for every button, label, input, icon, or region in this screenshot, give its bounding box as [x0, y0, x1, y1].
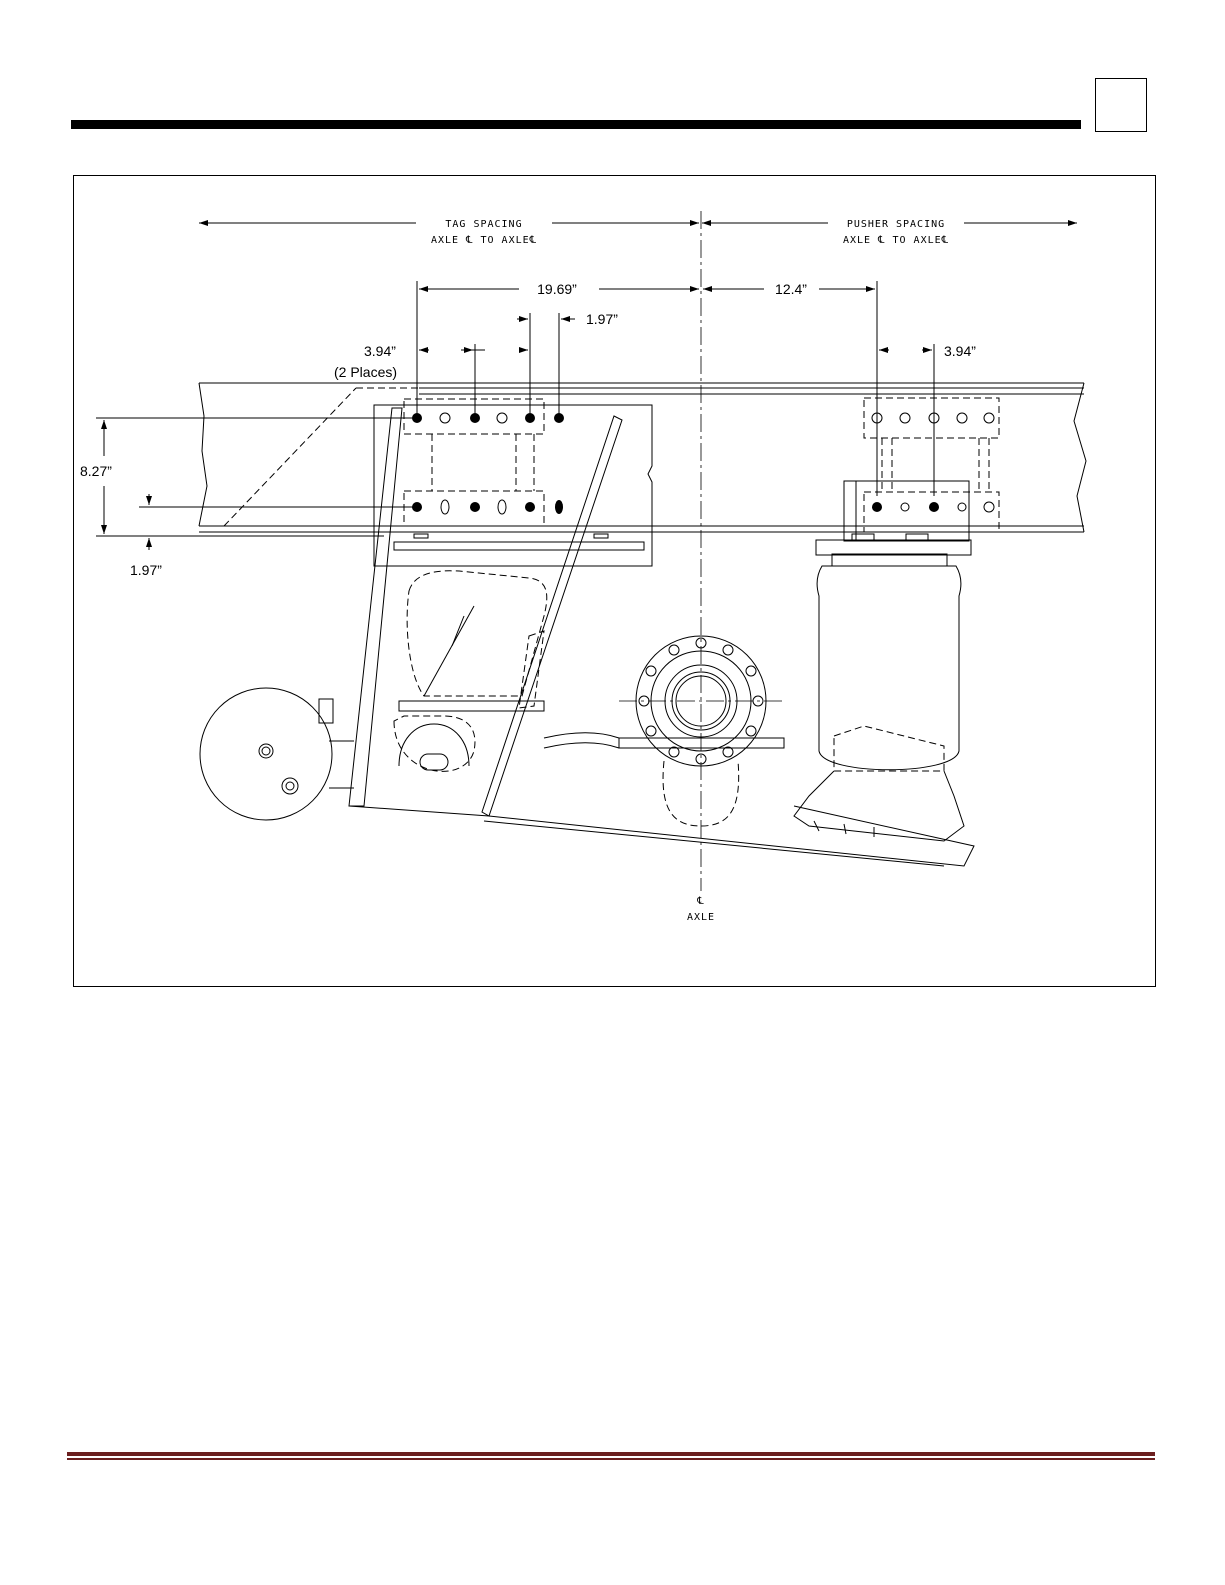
dimension-3-94-left: 3.94” (2 Places)	[334, 343, 528, 421]
bolt-hole	[440, 413, 450, 423]
label-1-97-bottom: 1.97”	[130, 562, 162, 578]
bolt-hole	[901, 503, 909, 511]
label-1-97-top: 1.97”	[586, 311, 618, 327]
label-8-27: 8.27”	[80, 463, 112, 479]
air-spring	[794, 554, 964, 841]
bolt-hole	[412, 413, 422, 423]
bolt-hole	[958, 503, 966, 511]
dimension-8-27: 8.27”	[80, 418, 419, 536]
bolt-hole	[497, 413, 507, 423]
page-number-box	[1095, 78, 1147, 132]
header-rule	[71, 120, 1081, 129]
bolt-hole	[412, 502, 422, 512]
pusher-spacing-dimension: PUSHER SPACING AXLE ℄ TO AXLE℄	[702, 219, 1077, 246]
footer-rule	[67, 1452, 1155, 1456]
label-2-places: (2 Places)	[334, 364, 397, 380]
drawing-frame: TAG SPACING AXLE ℄ TO AXLE℄ PUSHER SPACI…	[73, 175, 1156, 987]
label-12-4: 12.4”	[775, 281, 807, 297]
dimension-1-97-top: 1.97”	[517, 311, 618, 416]
axle-centerline-label: ℄ AXLE	[687, 896, 715, 923]
dimension-19-69: 19.69”	[417, 281, 699, 416]
tag-spacing-line2: AXLE ℄ TO AXLE℄	[431, 235, 537, 246]
axle-hub	[544, 636, 784, 826]
suspension-drawing: TAG SPACING AXLE ℄ TO AXLE℄ PUSHER SPACI…	[74, 176, 1157, 988]
pusher-spacing-line1: PUSHER SPACING	[847, 219, 945, 230]
bolt-hole	[984, 502, 994, 512]
bolt-holes	[412, 413, 994, 514]
bolt-hole	[929, 502, 939, 512]
bolt-hole	[984, 413, 994, 423]
bolt-hole	[441, 500, 449, 514]
axle-label-text: AXLE	[687, 912, 715, 923]
axle-cl-symbol: ℄	[696, 896, 704, 907]
bolt-hole	[900, 413, 910, 423]
pusher-spacing-line2: AXLE ℄ TO AXLE℄	[843, 235, 949, 246]
label-3-94-right: 3.94”	[944, 343, 976, 359]
bolt-hole	[525, 413, 535, 423]
bolt-hole	[470, 502, 480, 512]
label-3-94-left: 3.94”	[364, 343, 396, 359]
tag-hanger-bracket	[374, 399, 652, 566]
tag-spacing-dimension: TAG SPACING AXLE ℄ TO AXLE℄	[199, 219, 699, 246]
bolt-hole	[872, 502, 882, 512]
pusher-bracket	[816, 398, 999, 555]
bolt-hole	[555, 500, 563, 514]
bolt-hole	[498, 500, 506, 514]
trailing-arm	[349, 408, 974, 866]
footer-rule-thin	[67, 1458, 1155, 1460]
bolt-hole	[554, 413, 564, 423]
tag-spacing-line1: TAG SPACING	[445, 219, 522, 230]
bolt-hole	[470, 413, 480, 423]
dimension-3-94-right: 3.94”	[879, 343, 976, 496]
label-19-69: 19.69”	[537, 281, 577, 297]
air-tank	[200, 688, 354, 820]
bolt-hole	[525, 502, 535, 512]
bolt-hole	[957, 413, 967, 423]
